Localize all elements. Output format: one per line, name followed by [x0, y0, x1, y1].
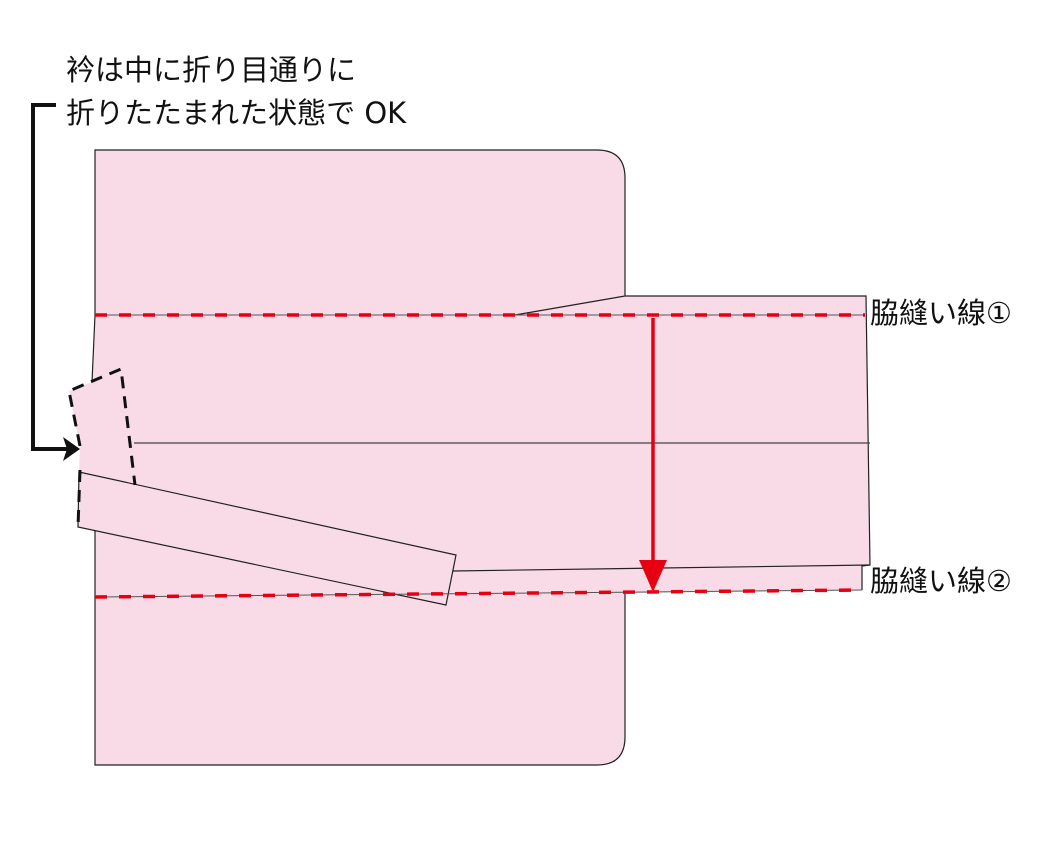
collar-fold-dashed [67, 366, 137, 528]
collar-band [77, 471, 457, 606]
note-line-1: 衿は中に折り目通りに [66, 53, 357, 87]
side-seam-label-1: 脇縫い線① [870, 296, 1012, 330]
pointer-bracket-arrow [31, 103, 68, 451]
side-seam-label-2: 脇縫い線② [870, 564, 1012, 598]
side-seam-line-2-dash [94, 588, 863, 599]
pointer-arrow-head [63, 437, 80, 461]
garment-outline [91, 149, 871, 766]
garment-body [69, 150, 870, 765]
fold-arrow-head [639, 560, 667, 592]
note-line-2: 折りたたまれた状態で OK [66, 96, 407, 130]
